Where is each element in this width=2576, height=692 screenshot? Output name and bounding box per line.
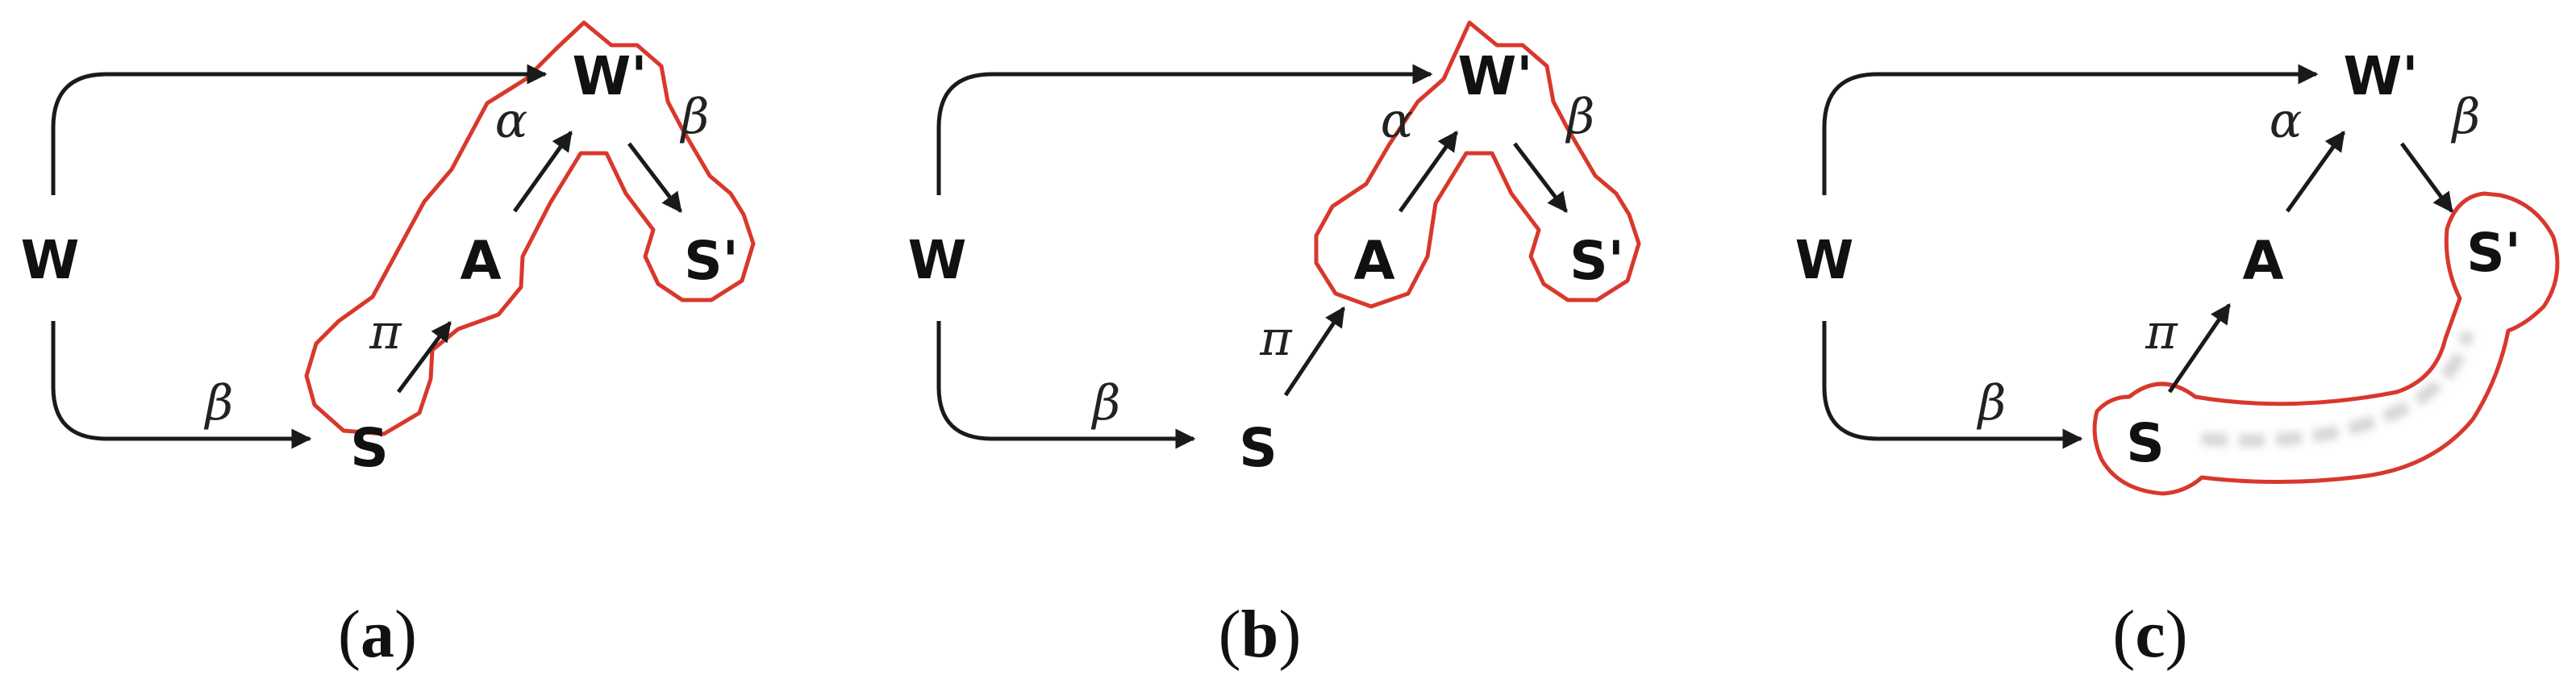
label-alpha: α [495, 93, 528, 149]
edge-labels-a: α β π β [204, 89, 710, 431]
edge-w-to-s [1822, 321, 2083, 449]
edges-c [1822, 64, 2454, 449]
label-beta-top: β [680, 89, 710, 145]
nodes-c: W W' A S S' [1795, 45, 2521, 474]
edge-labels-b: α β π β [1091, 89, 1595, 431]
node-sprime: S' [684, 230, 739, 292]
edge-labels-c: α β π β [1977, 89, 2481, 431]
edge-w-to-wprime [51, 64, 548, 195]
edge-w-to-wprime [936, 64, 1433, 195]
highlight-outline-a [304, 20, 756, 436]
edge-a-to-wprime [2285, 130, 2346, 213]
node-a: A [1353, 230, 1394, 292]
shadow-path [2201, 330, 2474, 448]
label-alpha: α [1381, 93, 1414, 149]
caption-b: (b) [1219, 597, 1302, 672]
label-alpha: α [2270, 93, 2303, 149]
label-beta-bottom: β [204, 375, 234, 431]
label-beta-bottom: β [1091, 375, 1121, 431]
node-s: S [2126, 412, 2165, 474]
node-sprime: S' [1569, 230, 1624, 292]
label-pi: π [369, 304, 402, 361]
highlight-outline-c [2092, 191, 2560, 496]
edge-s-to-a [1283, 306, 1346, 397]
nodes-a: W W' A S S' [21, 45, 739, 479]
nodes-b: W W' A S S' [908, 45, 1624, 479]
node-sprime: S' [2466, 222, 2521, 284]
label-pi: π [2145, 304, 2178, 361]
caption-c: (c) [2112, 597, 2187, 672]
panel-c: W W' A S S' α β π β (c) [1795, 45, 2560, 672]
edges-b [936, 64, 1568, 449]
edge-a-to-wprime [512, 130, 573, 213]
edge-wprime-to-sprime [1513, 142, 1568, 213]
panel-a: W W' A S S' α β π β (a) [21, 20, 756, 672]
node-a: A [460, 230, 501, 292]
node-s: S [1239, 417, 1278, 479]
label-beta-bottom: β [1977, 375, 2007, 431]
label-pi: π [1259, 311, 1293, 367]
edge-s-to-a [396, 320, 452, 394]
label-beta-top: β [2451, 89, 2481, 145]
node-wprime: W' [2343, 45, 2418, 107]
edge-w-to-s [936, 321, 1196, 449]
node-wprime: W' [1457, 45, 1532, 107]
edge-wprime-to-sprime [2399, 142, 2454, 214]
edge-w-to-s [51, 321, 312, 449]
edge-wprime-to-sprime [627, 142, 682, 213]
node-a: A [2242, 230, 2283, 292]
highlight-outline-b [1314, 20, 1641, 309]
node-w: W [908, 229, 967, 291]
node-wprime: W' [572, 45, 647, 107]
node-s: S [350, 417, 389, 479]
label-beta-top: β [1565, 89, 1595, 145]
node-w: W [1795, 229, 1854, 291]
edges-a [51, 64, 682, 449]
panel-b: W W' A S S' α β π β (b) [908, 20, 1641, 672]
node-w: W [21, 229, 80, 291]
edge-s-to-a [2167, 302, 2232, 394]
edge-a-to-wprime [1398, 130, 1459, 213]
caption-a: (a) [338, 597, 417, 672]
edge-w-to-wprime [1822, 64, 2319, 195]
